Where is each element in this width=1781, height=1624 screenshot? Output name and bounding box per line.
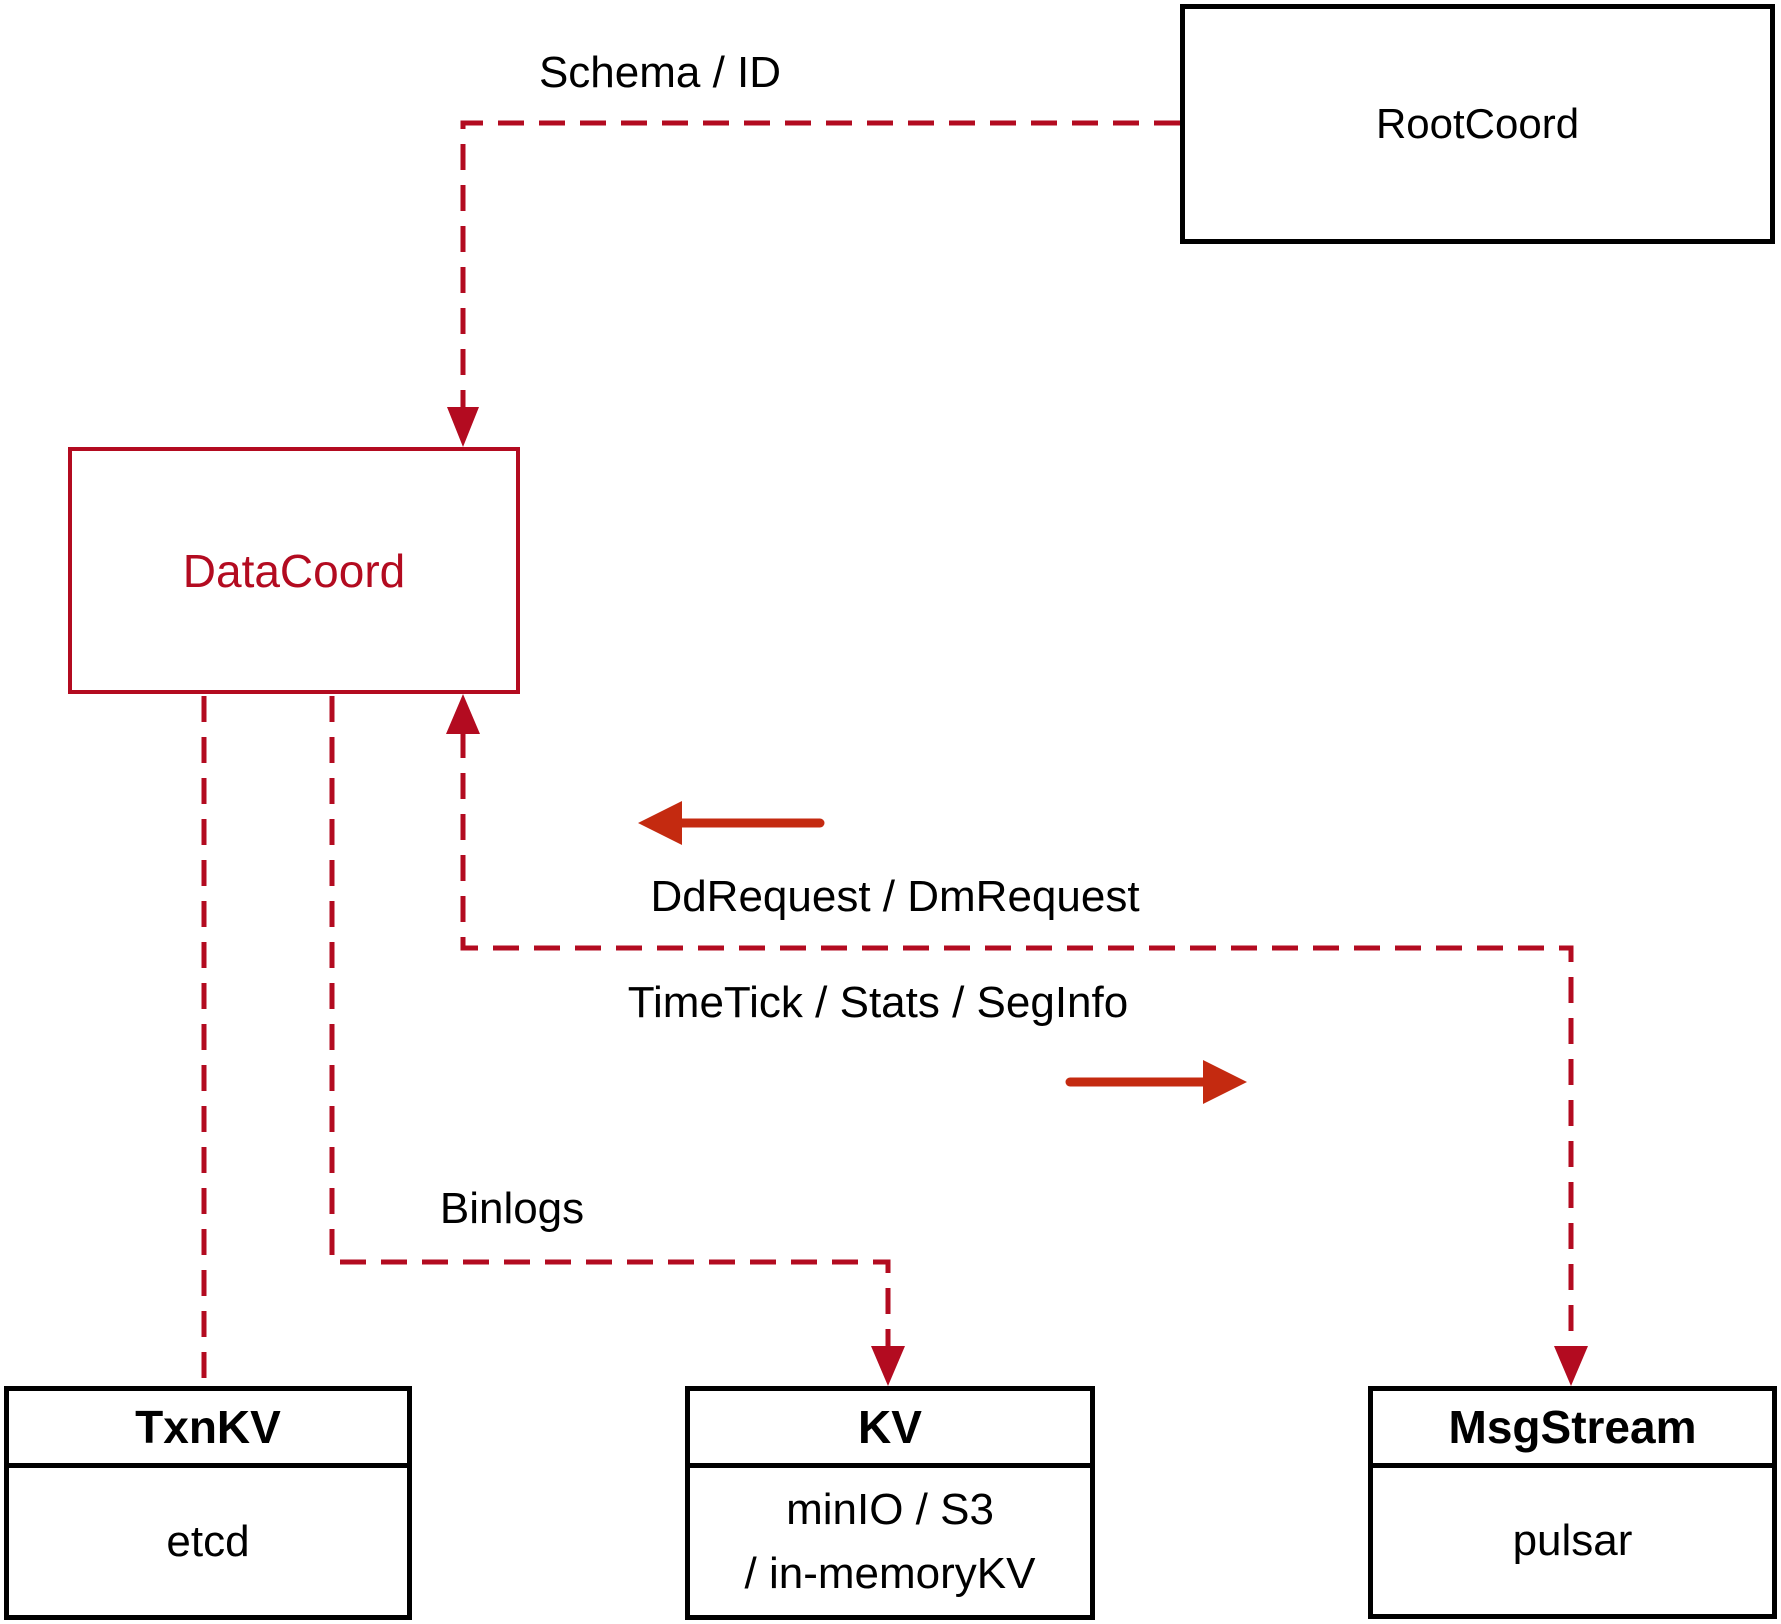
node-datacoord-label: DataCoord — [182, 544, 406, 597]
node-txnkv-body: etcd — [166, 1516, 250, 1566]
node-kv-body-line1: minIO / S3 — [786, 1484, 994, 1534]
edge-label-schema-id: Schema / ID — [538, 48, 782, 97]
node-msgstream: MsgStream pulsar — [1368, 1386, 1777, 1619]
edge-datacoord-up-arrowhead — [446, 694, 480, 734]
node-kv-body-line2: / in-memoryKV — [744, 1548, 1036, 1598]
left-direction-arrow-head — [638, 801, 682, 845]
edge-binlogs-line — [329, 696, 891, 1348]
node-rootcoord: RootCoord — [1180, 4, 1775, 244]
edge-msgstream-down-arrowhead — [1554, 1346, 1588, 1386]
edge-label-binlogs: Binlogs — [439, 1184, 585, 1233]
node-kv-body: minIO / S3 / in-memoryKV — [690, 1468, 1090, 1615]
node-kv-title: KV — [690, 1391, 1090, 1468]
edge-schema-id-line — [460, 120, 1180, 409]
node-rootcoord-label: RootCoord — [1375, 100, 1580, 147]
node-datacoord: DataCoord — [68, 447, 520, 694]
node-kv: KV minIO / S3 / in-memoryKV — [685, 1386, 1095, 1620]
edge-label-timetick: TimeTick / Stats / SegInfo — [627, 978, 1129, 1027]
node-txnkv-title: TxnKV — [9, 1391, 407, 1468]
edge-label-ddrequest: DdRequest / DmRequest — [650, 872, 1140, 921]
right-direction-arrow-head — [1203, 1060, 1247, 1104]
node-msgstream-body: pulsar — [1512, 1516, 1633, 1565]
edge-binlogs-arrowhead — [871, 1346, 905, 1386]
edge-msgstream-datacoord-line — [460, 732, 1574, 1348]
node-txnkv: TxnKV etcd — [4, 1386, 412, 1620]
node-msgstream-title: MsgStream — [1373, 1391, 1772, 1468]
edge-schema-id-arrowhead — [447, 407, 479, 447]
